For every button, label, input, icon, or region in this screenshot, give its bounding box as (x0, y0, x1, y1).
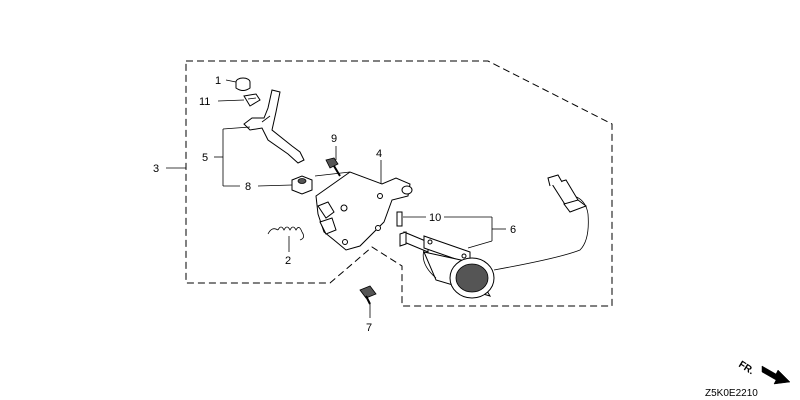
part-8-nut[interactable] (291, 175, 313, 195)
part-9-bolt[interactable] (325, 157, 341, 177)
part-5-lever-arm[interactable] (243, 89, 305, 164)
diagram-code: Z5K0E2210 (705, 388, 758, 399)
part-2-spring[interactable] (267, 226, 304, 241)
callout-9: 9 (331, 133, 337, 145)
callout-7: 7 (366, 322, 372, 334)
callout-1: 1 (215, 75, 221, 87)
callout-10: 10 (429, 212, 441, 224)
part-6-solenoid[interactable] (399, 174, 589, 299)
front-arrow-icon (761, 365, 791, 385)
part-10-pin[interactable] (396, 211, 403, 227)
assembly-boundary (185, 60, 613, 307)
callout-8: 8 (245, 181, 251, 193)
front-direction-indicator: FR. (736, 359, 791, 385)
callout-2: 2 (285, 255, 291, 267)
part-7-screw[interactable] (359, 285, 377, 305)
leader-lines (166, 79, 506, 318)
callout-6: 6 (510, 224, 516, 236)
part-11-clip[interactable] (243, 93, 261, 107)
callout-5: 5 (202, 152, 208, 164)
part-4-bracket[interactable] (315, 171, 413, 251)
front-label: FR. (736, 359, 756, 377)
callout-11: 11 (199, 96, 210, 108)
callout-4: 4 (376, 148, 382, 160)
callout-3: 3 (153, 163, 159, 175)
part-1-cap[interactable] (235, 77, 251, 91)
